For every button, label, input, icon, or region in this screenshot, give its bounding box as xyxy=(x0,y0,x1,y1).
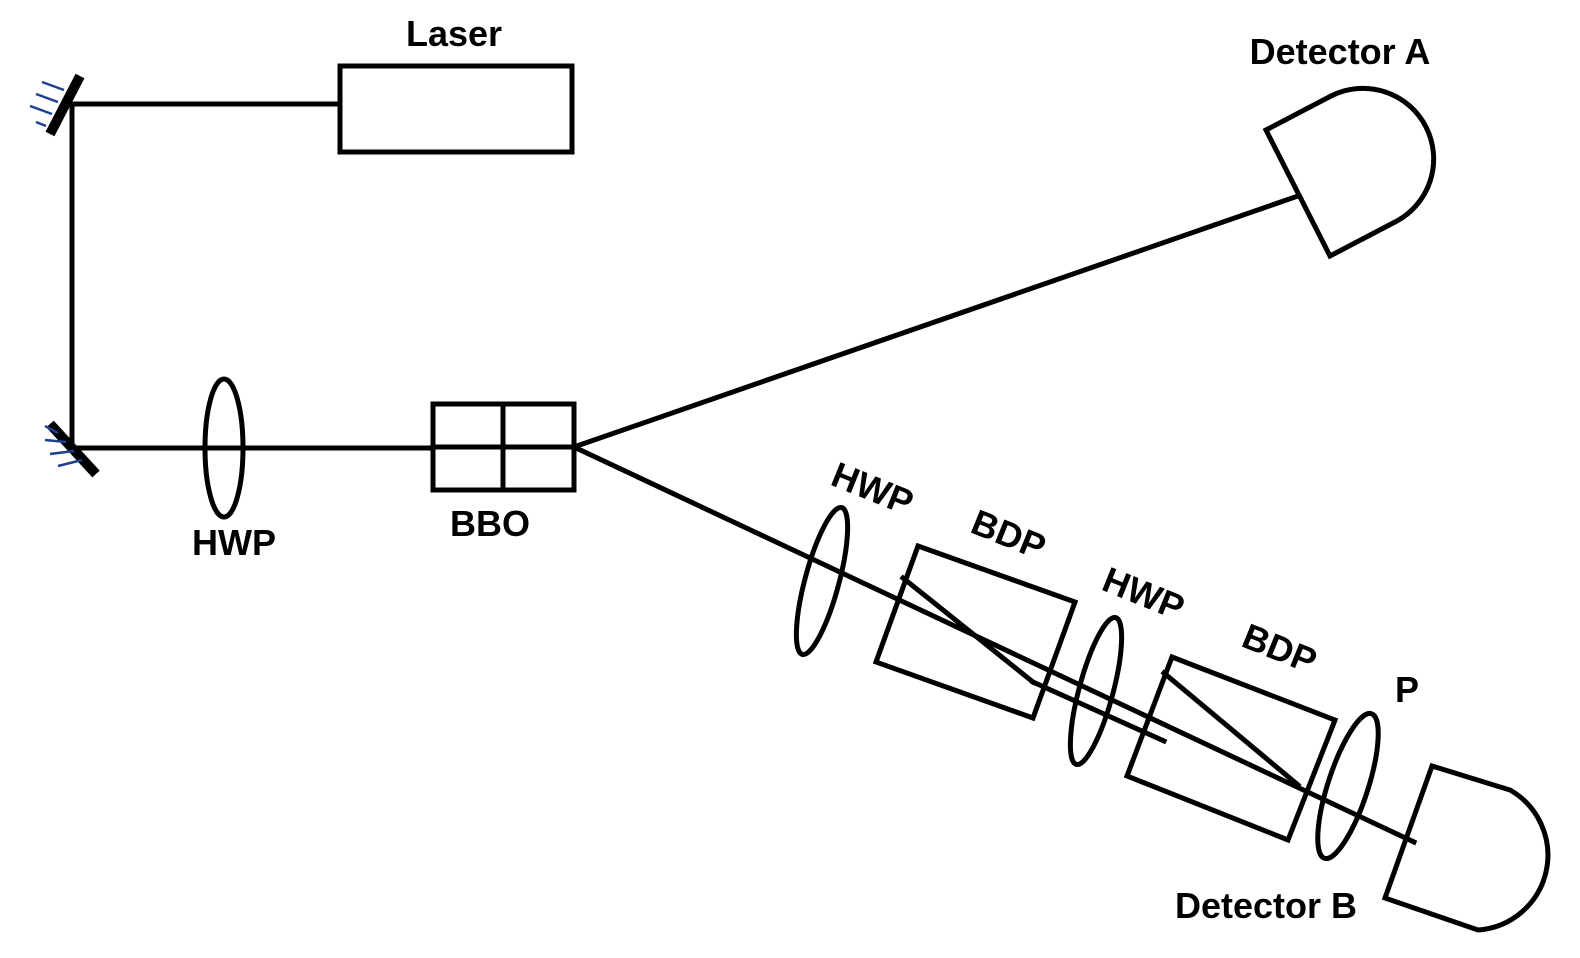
bdp-2-displacer xyxy=(1123,653,1339,844)
hwp-2-label: HWP xyxy=(826,454,919,523)
hwp-1-label: HWP xyxy=(192,522,276,563)
beam-paths xyxy=(69,101,1418,846)
hwp-3-waveplate xyxy=(1067,614,1125,768)
hwp-2-waveplate xyxy=(793,504,851,658)
mirror-top xyxy=(29,73,85,137)
polarizer-label: P xyxy=(1395,669,1419,710)
mirror-bottom xyxy=(44,420,100,478)
laser-label: Laser xyxy=(406,13,502,54)
bdp-2-label: BDP xyxy=(1237,615,1323,681)
detector-b-icon xyxy=(1381,762,1551,933)
hwp-1-waveplate xyxy=(202,376,246,520)
polarizer-element xyxy=(1315,710,1381,862)
laser-box xyxy=(337,63,575,155)
bbo-crystal xyxy=(430,401,577,493)
detector-a-icon xyxy=(1262,85,1437,260)
detector-b-label: Detector B xyxy=(1175,885,1357,926)
beam-bbo-to-detector-a xyxy=(570,192,1302,451)
detector-a-label: Detector A xyxy=(1250,31,1431,72)
beam-bbo-to-detector-b xyxy=(570,443,1418,846)
bdp-1-label: BDP xyxy=(966,501,1052,567)
bbo-label: BBO xyxy=(450,503,530,544)
